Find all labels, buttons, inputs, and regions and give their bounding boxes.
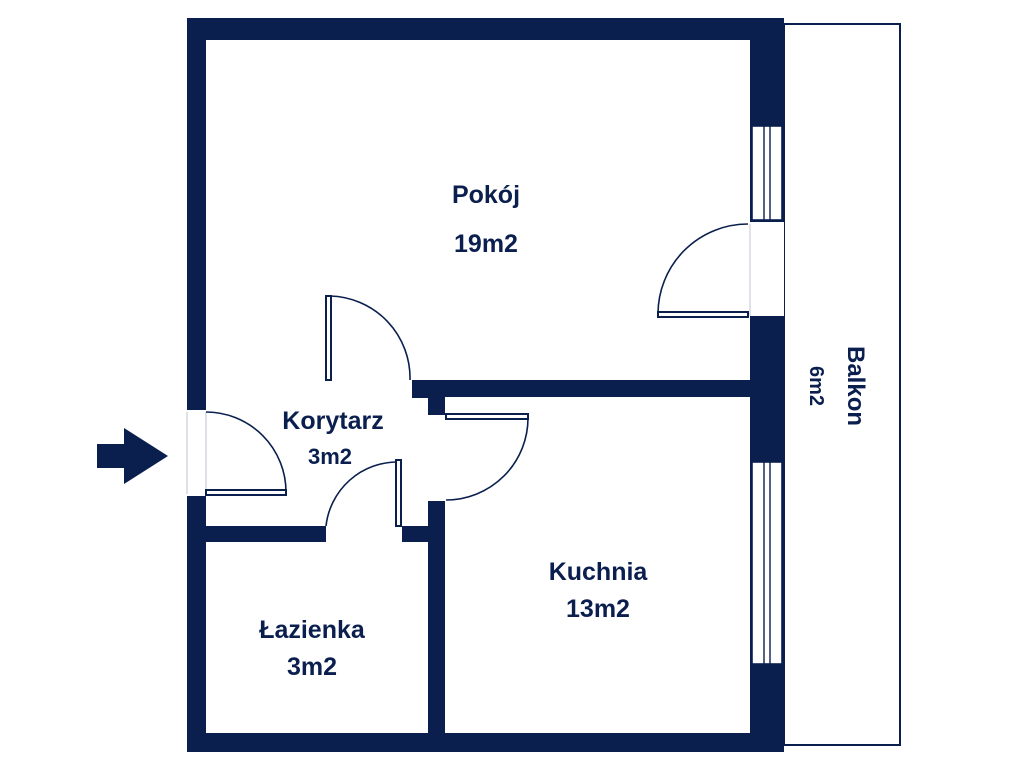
balkon-area: 6m2 <box>805 366 827 406</box>
balkon-name: Balkon <box>842 346 869 426</box>
kuchnia-door-arc <box>445 417 529 501</box>
lazienka-door-arc <box>325 461 399 527</box>
lazienka-door-opening <box>326 524 402 544</box>
pokoj-name: Pokój <box>452 181 520 209</box>
kuchnia-name: Kuchnia <box>549 558 649 586</box>
entrance-door-arc <box>205 411 287 493</box>
balcony-door-opening <box>748 222 784 316</box>
pokoj-window <box>751 125 783 221</box>
pokoj-area: 19m2 <box>454 230 518 258</box>
kuchnia-floor <box>445 397 750 733</box>
pokoj-door-leaf <box>325 295 332 381</box>
korytarz-area: 3m2 <box>308 444 352 469</box>
lazienka-door-leaf <box>395 459 402 527</box>
kuchnia-window <box>751 461 783 665</box>
entrance-opening <box>185 410 208 496</box>
balkon-label-group: Balkon 6m2 <box>805 346 869 426</box>
korytarz-name: Korytarz <box>282 407 383 435</box>
pokoj-door-opening <box>326 378 412 400</box>
entrance-door-leaf <box>205 489 287 496</box>
kuchnia-door-opening <box>426 415 448 501</box>
kuchnia-door-leaf <box>445 413 529 420</box>
pokoj-door-arc <box>329 295 411 381</box>
kuchnia-area: 13m2 <box>566 595 630 623</box>
balcony-outline <box>783 23 901 746</box>
lazienka-name: Łazienka <box>259 616 366 644</box>
balcony-door-arc <box>657 223 749 315</box>
lazienka-floor <box>206 542 428 733</box>
korytarz-extension-floor <box>206 380 326 398</box>
entrance-arrow-icon <box>97 428 168 484</box>
balcony-door-leaf <box>657 311 749 318</box>
pokoj-floor <box>206 40 750 380</box>
lazienka-area: 3m2 <box>287 653 337 681</box>
